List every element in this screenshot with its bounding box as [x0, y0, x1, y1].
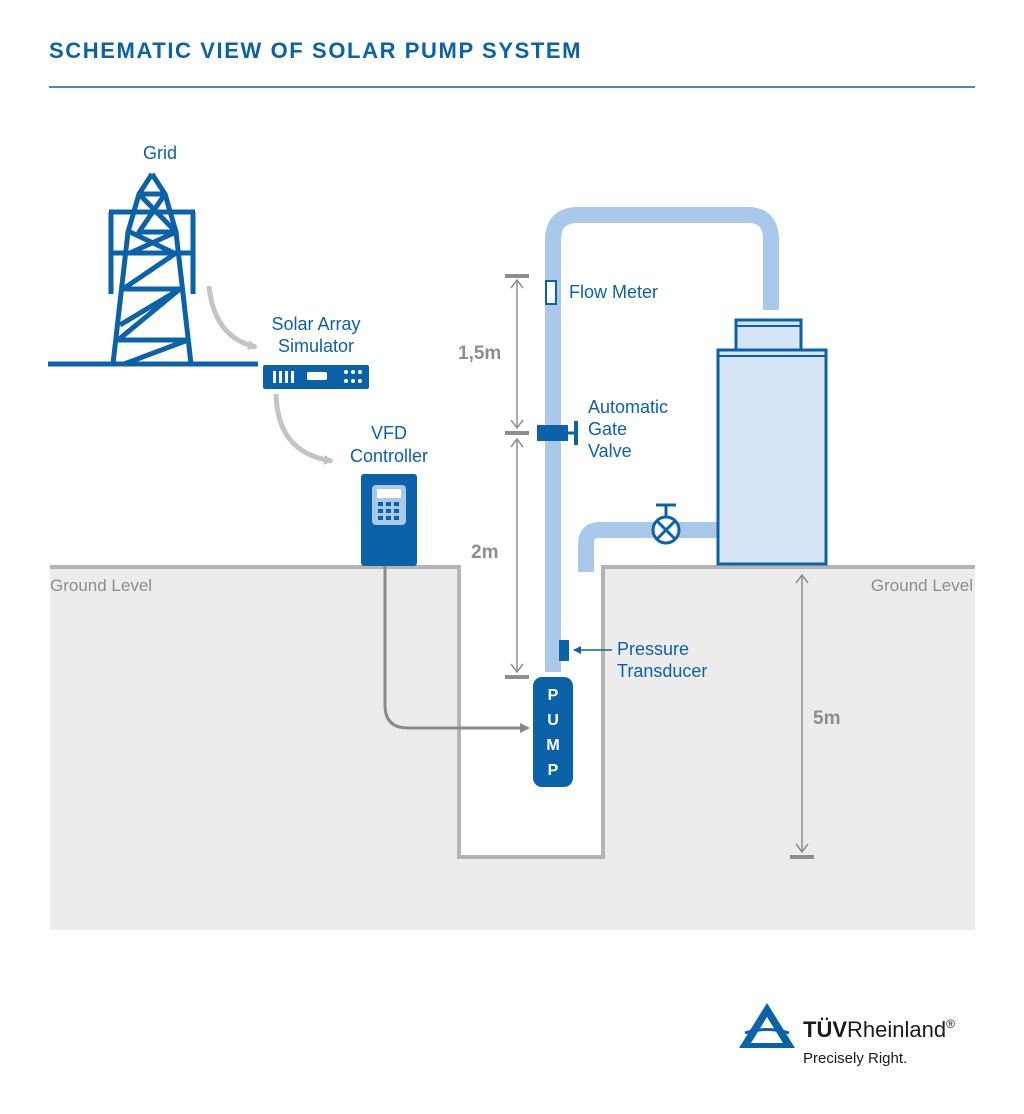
ground-level-label-left: Ground Level [50, 576, 152, 595]
pressure-transducer-label-line2: Transducer [617, 661, 707, 681]
storage-tank [716, 318, 828, 566]
grid-label: Grid [143, 143, 177, 163]
logo-tagline: Precisely Right. [803, 1050, 907, 1067]
pump-letter-1: P [548, 687, 559, 704]
ground-area [50, 567, 975, 930]
dimension-depth [790, 573, 814, 859]
riser-pipe [545, 207, 779, 672]
flow-meter-icon [545, 280, 557, 305]
grid-to-simulator-arrow [206, 285, 258, 351]
pump-letter-4: P [548, 762, 559, 779]
gate-valve-label-line1: Automatic [588, 397, 668, 417]
ground-level-label-right: Ground Level [871, 576, 973, 595]
vfd-controller-icon [361, 474, 417, 566]
pump-letter-2: U [547, 712, 559, 729]
solar-array-label-line1: Solar Array [271, 314, 360, 334]
vfd-label-line1: VFD [371, 423, 407, 443]
logo-brand-bold: TÜV [803, 1017, 847, 1042]
gate-valve-label-line2: Gate [588, 419, 627, 439]
well-outline [50, 565, 975, 859]
logo-registered: ® [946, 1017, 955, 1031]
manual-valve-icon [651, 503, 681, 545]
gate-valve-label-line3: Valve [588, 441, 632, 461]
dimension-lower [505, 437, 529, 679]
pressure-transducer-label-line1: Pressure [617, 639, 689, 659]
grid-tower-icon [48, 172, 258, 367]
pump-body [533, 677, 573, 787]
solar-array-simulator-icon [263, 365, 369, 389]
tuv-triangle-logo-icon [739, 1003, 795, 1048]
solar-array-label-line2: Simulator [278, 336, 354, 356]
tank-outlet-pipe [578, 522, 720, 572]
dimension-upper-label: 1,5m [458, 343, 501, 364]
logo-brand-regular: Rheinland [847, 1017, 946, 1042]
pressure-transducer-icon [559, 640, 569, 661]
simulator-to-vfd-arrow [273, 393, 334, 465]
flow-meter-label: Flow Meter [569, 282, 658, 302]
pump-letter-3: M [546, 737, 559, 754]
automatic-gate-valve-icon [537, 421, 578, 445]
diagram-title: SCHEMATIC VIEW OF SOLAR PUMP SYSTEM [49, 38, 582, 63]
vfd-to-pump-cable [383, 566, 530, 733]
dimension-lower-label: 2m [471, 542, 498, 563]
dimension-upper [505, 274, 529, 435]
logo-brand: TÜVRheinland® [803, 1017, 955, 1042]
dimension-depth-label: 5m [813, 708, 840, 729]
vfd-label-line2: Controller [350, 446, 428, 466]
